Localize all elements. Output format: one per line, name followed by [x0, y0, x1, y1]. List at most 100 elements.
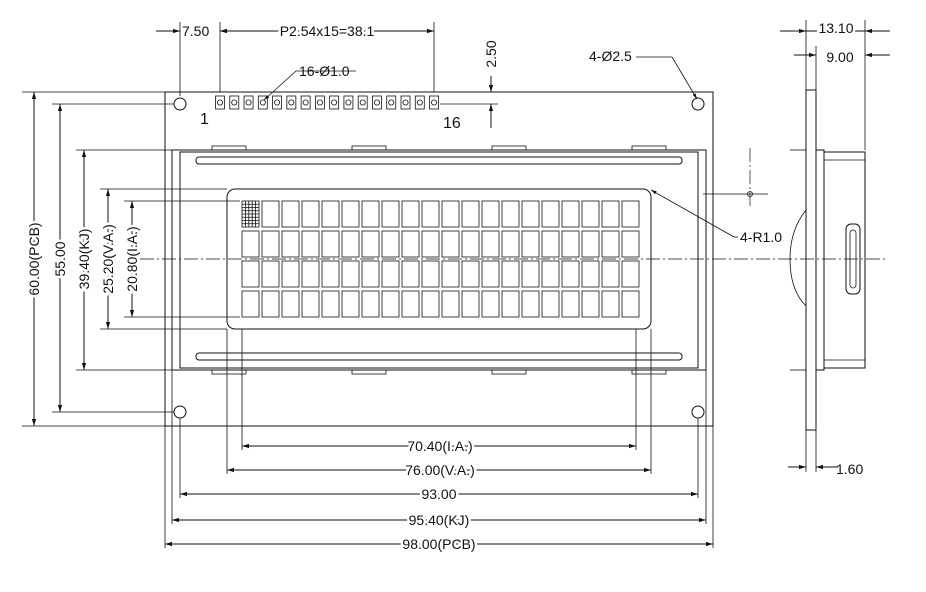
- char-cell: [361, 260, 380, 288]
- side-bezel: [815, 149, 825, 371]
- pin-pad: [286, 95, 297, 110]
- char-cell: [421, 230, 440, 258]
- pin-first-label: 1: [200, 111, 209, 128]
- ia-width-label: 70.40(I.A.): [407, 438, 472, 454]
- char-cell: [361, 200, 380, 228]
- char-cell: [321, 200, 340, 228]
- char-cell: [261, 260, 280, 288]
- side-connector-inner: [849, 229, 857, 289]
- pcb-thickness-label: 1.60: [836, 461, 863, 477]
- pcb-width-label: 98.00(PCB): [402, 536, 475, 552]
- pin-pad: [272, 95, 282, 110]
- mount-hole-icon: [691, 405, 705, 419]
- char-cell: [421, 200, 440, 228]
- char-cell: [301, 200, 320, 228]
- char-cell: [481, 230, 500, 258]
- pin-pad: [329, 95, 340, 110]
- char-cell: [301, 290, 320, 318]
- char-cell: [321, 260, 340, 288]
- char-cell: [341, 230, 360, 258]
- char-cell: [241, 260, 260, 288]
- total-thickness-label: 13.10: [818, 20, 853, 36]
- char-cell: [261, 290, 280, 318]
- module-thickness-label: 9.00: [826, 49, 853, 65]
- pin-pad: [314, 95, 325, 110]
- kj-height-label: 39.40(KJ): [76, 229, 92, 290]
- pin-pad: [414, 95, 425, 110]
- char-cell: [541, 200, 560, 228]
- char-cell: [321, 290, 340, 318]
- char-cell: [401, 230, 420, 258]
- char-cell: [401, 260, 420, 288]
- char-cell: [601, 200, 620, 228]
- va-width-label: 76.00(V.A.): [405, 462, 475, 478]
- pin-hole-icon: [359, 99, 366, 106]
- pin-hole-label: 16-Ø1.0: [299, 63, 350, 79]
- char-cell: [441, 230, 460, 258]
- char-cell: [281, 260, 300, 288]
- char-cell: [481, 260, 500, 288]
- char-cell: [361, 290, 380, 318]
- char-cell: [621, 260, 640, 288]
- bezel-tab: [631, 145, 667, 151]
- pin-pad: [357, 95, 368, 110]
- pin-pad: [215, 95, 225, 110]
- bezel-tab: [631, 369, 667, 375]
- pin-hole-icon: [373, 99, 380, 106]
- char-cell: [281, 200, 300, 228]
- char-cell: [521, 290, 540, 318]
- mount-hole-icon: [691, 97, 705, 111]
- pin-hole-icon: [302, 99, 309, 106]
- char-cell: [301, 260, 320, 288]
- bezel-tab: [211, 145, 247, 151]
- char-cell: [381, 200, 400, 228]
- pcb-outline: [164, 91, 714, 427]
- bezel-tab: [351, 145, 387, 151]
- char-cell: [281, 230, 300, 258]
- char-cell: [481, 200, 500, 228]
- pin-pitch-label: P2.54x15=38.1: [280, 23, 375, 39]
- char-cell: [341, 200, 360, 228]
- char-cell: [621, 290, 640, 318]
- pin-hole-icon: [231, 99, 238, 106]
- pin-pad: [429, 95, 439, 110]
- char-cell: [501, 290, 520, 318]
- va-height-label: 25.20(V.A.): [100, 224, 116, 294]
- kj-width-label: 95.40(KJ): [409, 512, 470, 528]
- char-cell: [461, 290, 480, 318]
- side-module: [823, 151, 866, 369]
- side-connector: [845, 223, 861, 295]
- pin-pad: [400, 95, 411, 110]
- pin-hole-icon: [245, 99, 252, 106]
- pin-pad: [229, 95, 240, 110]
- char-cell: [401, 200, 420, 228]
- bezel-tab: [491, 145, 527, 151]
- char-cell: [601, 260, 620, 288]
- char-cell: [581, 230, 600, 258]
- char-cell: [581, 260, 600, 288]
- side-pcb: [805, 89, 817, 431]
- char-cell: [581, 200, 600, 228]
- char-cell: [601, 230, 620, 258]
- pin-hole-icon: [216, 99, 223, 106]
- mount-hole-icon: [173, 97, 187, 111]
- pin-header: [215, 95, 439, 110]
- top-slot: [195, 156, 683, 165]
- char-cell: [341, 290, 360, 318]
- char-cell: [561, 290, 580, 318]
- char-cell: [361, 230, 380, 258]
- bottom-slot: [195, 352, 683, 361]
- char-cell: [381, 260, 400, 288]
- char-cell: [461, 230, 480, 258]
- pin-pad: [257, 95, 268, 110]
- character-grid: [241, 200, 640, 318]
- mount-hole-icon: [173, 405, 187, 419]
- pin-hole-icon: [274, 99, 281, 106]
- char-cell: [521, 260, 540, 288]
- char-cell: [381, 290, 400, 318]
- center-mark: [747, 191, 753, 197]
- side-backlight-curve: [789, 209, 807, 307]
- char-cell: [501, 200, 520, 228]
- pin-hole-icon: [331, 99, 338, 106]
- pin-top-label: 2.50: [483, 40, 499, 67]
